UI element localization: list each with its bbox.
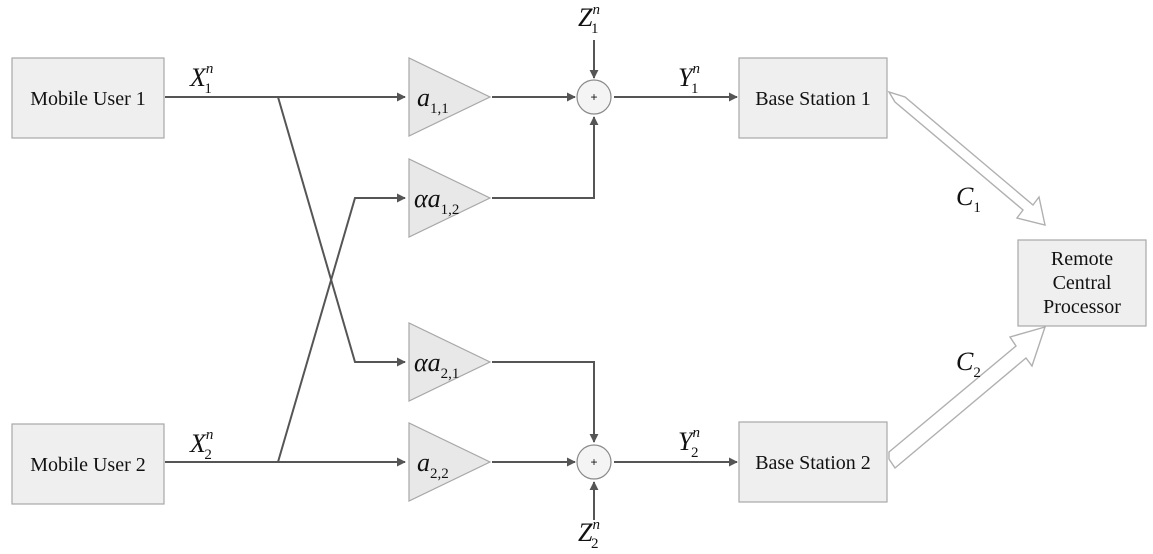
gain-aa21: αa2,1 bbox=[408, 322, 492, 402]
link-c2-label: C2 bbox=[956, 347, 981, 381]
summer-1: + bbox=[576, 79, 612, 115]
gain-a11-symbol: a bbox=[417, 83, 430, 112]
mobile-user-2-label: Mobile User 2 bbox=[30, 454, 146, 476]
gain-aa21-subscript: 2,1 bbox=[441, 366, 460, 382]
gain-a22-symbol: a bbox=[417, 448, 430, 477]
svg-text:a2,2: a2,2 bbox=[417, 448, 449, 482]
wire-aa12-to-sum1 bbox=[492, 116, 599, 199]
link-c2-arrow bbox=[888, 325, 1047, 470]
wire-x1-to-aa21 bbox=[277, 96, 406, 367]
svg-text:a1,1: a1,1 bbox=[417, 83, 449, 117]
gain-aa21-prefix: α bbox=[414, 348, 429, 377]
link-c1-arrow bbox=[887, 90, 1046, 226]
gain-aa12-prefix: α bbox=[414, 184, 429, 213]
wires bbox=[165, 40, 738, 520]
processor-line-1: Remote bbox=[1051, 248, 1113, 270]
svg-text:αa2,1: αa2,1 bbox=[414, 348, 459, 382]
mobile-user-1-label: Mobile User 1 bbox=[30, 88, 146, 110]
fronthaul-links bbox=[887, 90, 1047, 470]
processor-line-2: Central bbox=[1053, 272, 1112, 294]
base-station-2-label: Base Station 2 bbox=[755, 452, 871, 474]
svg-text:αa1,2: αa1,2 bbox=[414, 184, 459, 218]
gain-a11-subscript: 1,1 bbox=[430, 101, 449, 117]
gain-aa12: αa1,2 bbox=[408, 158, 492, 238]
gain-a11: a1,1 bbox=[408, 57, 492, 137]
wire-aa21-to-sum2 bbox=[492, 361, 599, 443]
gain-a22: a2,2 bbox=[408, 422, 492, 502]
processor-line-3: Processor bbox=[1043, 296, 1121, 318]
base-station-1: Base Station 1 bbox=[738, 57, 888, 139]
summer-1-plus: + bbox=[590, 90, 597, 104]
summer-2-plus: + bbox=[590, 455, 597, 469]
gain-aa12-subscript: 1,2 bbox=[441, 202, 460, 218]
mobile-user-2: Mobile User 2 bbox=[11, 423, 165, 505]
gain-aa12-symbol: a bbox=[428, 184, 441, 213]
gain-aa21-symbol: a bbox=[428, 348, 441, 377]
mobile-user-1: Mobile User 1 bbox=[11, 57, 165, 139]
wire-x2-to-aa12 bbox=[277, 193, 406, 463]
link-c1-label: C1 bbox=[956, 182, 981, 216]
summer-2: + bbox=[576, 444, 612, 480]
remote-central-processor: Remote Central Processor bbox=[1017, 239, 1147, 327]
base-station-2: Base Station 2 bbox=[738, 421, 888, 503]
base-station-1-label: Base Station 1 bbox=[755, 88, 871, 110]
gain-a22-subscript: 2,2 bbox=[430, 466, 449, 482]
